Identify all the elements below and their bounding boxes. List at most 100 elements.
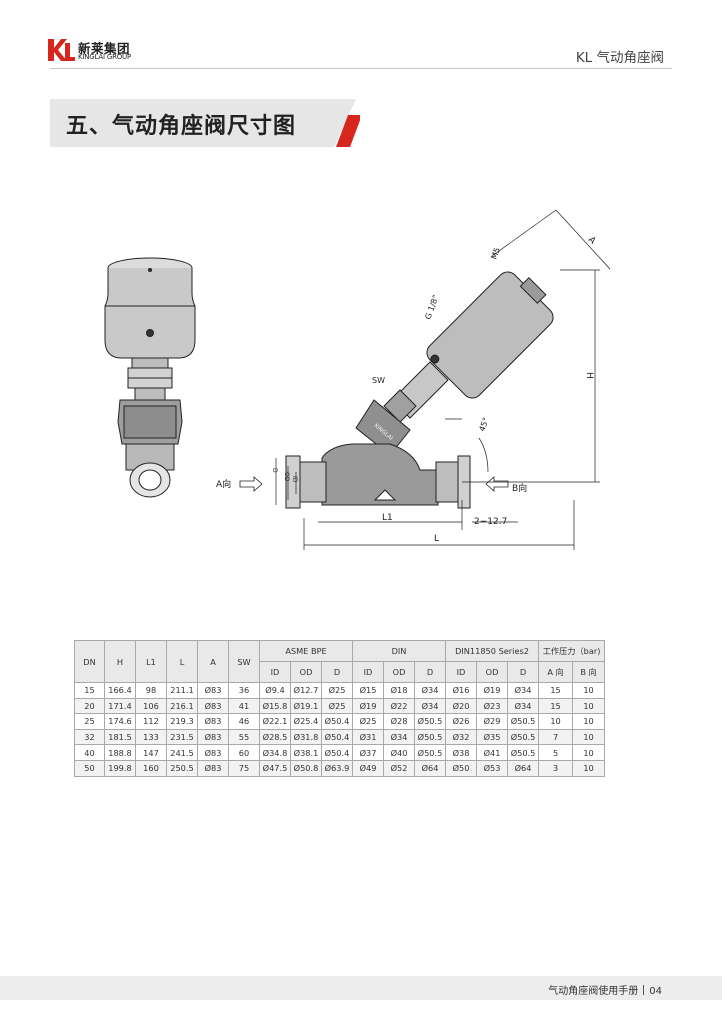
table-cell: 10	[572, 744, 606, 761]
table-cell: Ø64	[413, 759, 447, 777]
col-group-asme: ASME BPE	[259, 640, 353, 662]
table-cell: Ø50.4	[321, 744, 353, 761]
col-group-pressure: 工作压力（bar)	[538, 640, 606, 662]
table-cell: 20	[74, 697, 105, 715]
col-header-a: A	[197, 640, 229, 683]
table-cell: Ø50.5	[507, 713, 540, 730]
label-l1: L1	[382, 513, 393, 523]
table-cell: Ø50.5	[413, 713, 447, 730]
brand-name-cn: 新莱集团	[78, 41, 131, 56]
table-cell: Ø25.4	[290, 713, 322, 730]
label-outlet: B向	[512, 482, 527, 494]
table-cell: Ø28.5	[259, 728, 291, 746]
table-cell: Ø34	[413, 682, 447, 699]
section-title-banner: 五、气动角座阀尺寸图	[50, 99, 360, 147]
table-cell: Ø83	[197, 759, 229, 777]
col-header-din-id: ID	[352, 661, 384, 683]
section-title-background	[50, 99, 360, 147]
table-cell: 231.5	[166, 728, 198, 746]
table-cell: 5	[538, 744, 574, 761]
col-header-a-direction: A 向	[538, 661, 574, 683]
table-cell: Ø12.7	[290, 682, 322, 699]
table-cell: Ø83	[197, 713, 229, 730]
table-cell: 40	[74, 744, 105, 761]
table-cell: Ø50.5	[507, 744, 540, 761]
table-cell: Ø40	[383, 744, 415, 761]
table-cell: Ø28	[383, 713, 415, 730]
side-view	[285, 271, 554, 509]
outlet-arrow-icon	[485, 476, 509, 492]
kinglai-logo: 新莱集团 KINGLAI GROUP	[46, 37, 146, 65]
table-cell: 36	[228, 682, 260, 699]
table-cell: 55	[228, 728, 260, 746]
table-cell: 241.5	[166, 744, 198, 761]
table-cell: 211.1	[166, 682, 198, 699]
table-cell: 181.5	[104, 728, 136, 746]
table-cell: Ø25	[321, 682, 353, 699]
page-footer: 气动角座阀使用手册 04	[0, 976, 722, 1000]
table-cell: Ø15.8	[259, 697, 291, 715]
table-cell: Ø15	[352, 682, 384, 699]
col-header-din-d: D	[413, 661, 447, 683]
col-header-sw: SW	[228, 640, 260, 683]
table-cell: Ø63.9	[321, 759, 353, 777]
table-cell: 174.6	[104, 713, 136, 730]
table-cell: 75	[228, 759, 260, 777]
table-cell: 147	[135, 744, 167, 761]
label-g18: G 1/8"	[423, 294, 440, 321]
table-cell: 7	[538, 728, 574, 746]
col-header-b-direction: B 向	[572, 661, 606, 683]
footer-manual-title: 气动角座阀使用手册	[548, 986, 639, 997]
section-title-text: 五、气动角座阀尺寸图	[66, 114, 297, 139]
inlet-arrow-icon	[239, 476, 263, 492]
table-cell: 199.8	[104, 759, 136, 777]
label-d: D	[271, 468, 278, 473]
table-cell: Ø38.1	[290, 744, 322, 761]
table-cell: Ø25	[352, 713, 384, 730]
table-cell: 106	[135, 697, 167, 715]
table-cell: Ø50	[445, 759, 478, 777]
table-cell: Ø50.5	[413, 728, 447, 746]
table-cell: Ø18	[383, 682, 415, 699]
table-cell: Ø38	[445, 744, 478, 761]
table-cell: Ø16	[445, 682, 478, 699]
table-cell: Ø50.4	[321, 713, 353, 730]
table-cell: 171.4	[104, 697, 136, 715]
col-header-asme-od: OD	[290, 661, 322, 683]
table-cell: Ø23	[476, 697, 509, 715]
table-cell: Ø25	[321, 697, 353, 715]
table-cell: Ø83	[197, 697, 229, 715]
table-cell: Ø20	[445, 697, 478, 715]
table-cell: Ø32	[445, 728, 478, 746]
table-cell: 3	[538, 759, 574, 777]
dimension-table-wrapper: DN H L1 L A SW ASME BPE DIN DIN11850 Ser…	[74, 640, 606, 777]
table-cell: 133	[135, 728, 167, 746]
table-cell: 60	[228, 744, 260, 761]
dimension-lines	[275, 209, 610, 550]
table-cell: 32	[74, 728, 105, 746]
table-cell: Ø9.4	[259, 682, 291, 699]
table-cell: Ø49	[352, 759, 384, 777]
table-cell: Ø50.5	[413, 744, 447, 761]
table-cell: 98	[135, 682, 167, 699]
table-cell: Ø19	[352, 697, 384, 715]
table-cell: Ø83	[197, 744, 229, 761]
table-cell: Ø34	[413, 697, 447, 715]
table-cell: Ø83	[197, 728, 229, 746]
col-header-din11850-id: ID	[445, 661, 478, 683]
table-cell: Ø50.8	[290, 759, 322, 777]
table-cell: Ø34.8	[259, 744, 291, 761]
table-cell: 188.8	[104, 744, 136, 761]
label-id: ID	[291, 476, 298, 483]
table-cell: 250.5	[166, 759, 198, 777]
col-header-l1: L1	[135, 640, 167, 683]
table-cell: Ø83	[197, 682, 229, 699]
page-header: 新莱集团 KINGLAI GROUP KL 气动角座阀	[0, 0, 722, 70]
table-cell: Ø47.5	[259, 759, 291, 777]
page-number: 04	[649, 986, 662, 997]
